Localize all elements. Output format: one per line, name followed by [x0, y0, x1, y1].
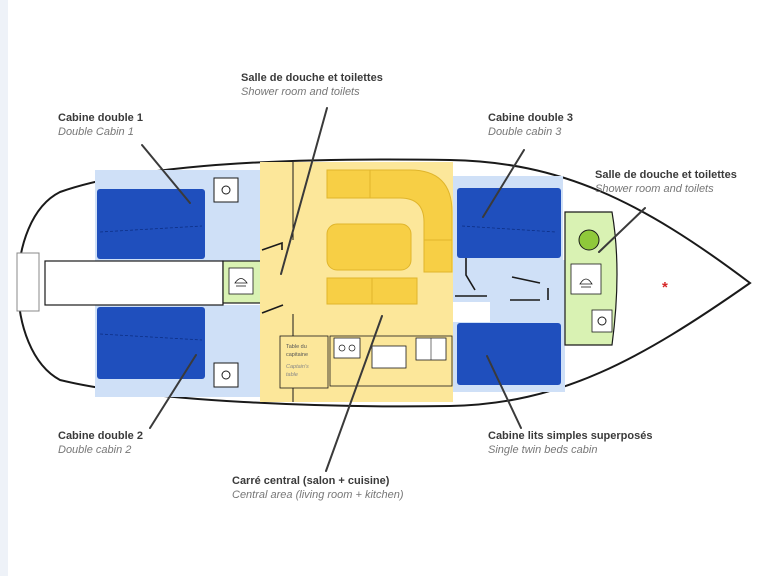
label-shower-right-fr: Salle de douche et toilettes: [595, 169, 737, 181]
leader-cabin2: [149, 354, 197, 429]
chart-table-label-fr-2: capitaine: [286, 352, 308, 358]
label-cabin3: Cabine double 3 Double cabin 3: [488, 111, 573, 140]
chart-table-label-en-2: table: [286, 372, 298, 378]
cabin-double-1-bed: [97, 189, 205, 259]
cabin-double-2-sink: [213, 362, 239, 388]
leader-cabin3: [482, 149, 525, 218]
label-bunk-cabin: Cabine lits simples superposés Single tw…: [488, 429, 652, 458]
stove-icon: [333, 337, 361, 359]
label-central-en: Central area (living room + kitchen): [232, 489, 404, 502]
leader-shower-top: [280, 107, 328, 275]
label-shower-right: Salle de douche et toilettes Shower room…: [595, 168, 737, 197]
label-cabin2-fr: Cabine double 2: [58, 430, 143, 442]
saloon-settee: [326, 169, 453, 273]
saloon-door-left: [261, 241, 283, 251]
forward-door-3: [511, 276, 541, 284]
aft-corridor: [44, 260, 224, 306]
galley-sink: [371, 345, 407, 369]
saloon-table: [326, 223, 412, 271]
aft-shower-tray: [228, 267, 254, 295]
label-shower-right-en: Shower room and toilets: [595, 183, 714, 196]
leader-shower-right: [598, 207, 646, 253]
label-bunk-cabin-en: Single twin beds cabin: [488, 444, 598, 457]
toilet-icon: [578, 229, 600, 251]
cabin-double-2-bed: [97, 307, 205, 379]
bunk-cabin-bed: [457, 323, 561, 385]
label-cabin2-en: Double cabin 2: [58, 444, 132, 457]
label-cabin1-en: Double Cabin 1: [58, 126, 134, 139]
forward-door-1: [465, 258, 476, 291]
cabin-double-1-bed-line: [99, 225, 203, 233]
label-central: Carré central (salon + cuisine) Central …: [232, 474, 404, 503]
label-shower-top-en: Shower room and toilets: [241, 86, 360, 99]
leader-central: [325, 315, 383, 472]
label-cabin1-fr: Cabine double 1: [58, 112, 143, 124]
chart-table: [279, 335, 329, 389]
label-cabin3-fr: Cabine double 3: [488, 112, 573, 124]
leader-bunk: [486, 355, 522, 429]
sink-icon: [221, 185, 231, 195]
bow-marker: *: [662, 279, 668, 296]
label-cabin2: Cabine double 2 Double cabin 2: [58, 429, 143, 458]
shower-icon: [579, 278, 593, 288]
stove-burner: [338, 344, 346, 352]
chart-table-label-en-1: Captain's: [286, 364, 309, 370]
leader-cabin1: [141, 144, 191, 204]
label-cabin1: Cabine double 1 Double Cabin 1: [58, 111, 143, 140]
saloon-door-left-2: [261, 304, 284, 314]
forward-passage: [490, 292, 565, 322]
label-central-fr: Carré central (salon + cuisine): [232, 475, 390, 487]
stove-burner: [348, 344, 356, 352]
forward-sink-box: [591, 309, 613, 333]
cabin-double-1-sink: [213, 177, 239, 203]
cabin-double-3-bed-line: [461, 225, 557, 233]
cabin-double-3-bed: [457, 188, 561, 258]
label-cabin3-en: Double cabin 3: [488, 126, 562, 139]
shower-icon: [234, 278, 248, 287]
chart-table-label-fr-1: Table du: [286, 344, 307, 350]
sink-icon: [221, 370, 231, 380]
label-shower-top: Salle de douche et toilettes Shower room…: [241, 71, 383, 100]
leader-lines: [141, 107, 646, 472]
label-bunk-cabin-fr: Cabine lits simples superposés: [488, 430, 653, 442]
stern-step: [16, 252, 40, 312]
label-shower-top-fr: Salle de douche et toilettes: [241, 72, 383, 84]
sink-icon: [597, 316, 607, 326]
left-margin-strip: [0, 0, 8, 576]
cabin-double-2-bed-line: [99, 333, 203, 341]
